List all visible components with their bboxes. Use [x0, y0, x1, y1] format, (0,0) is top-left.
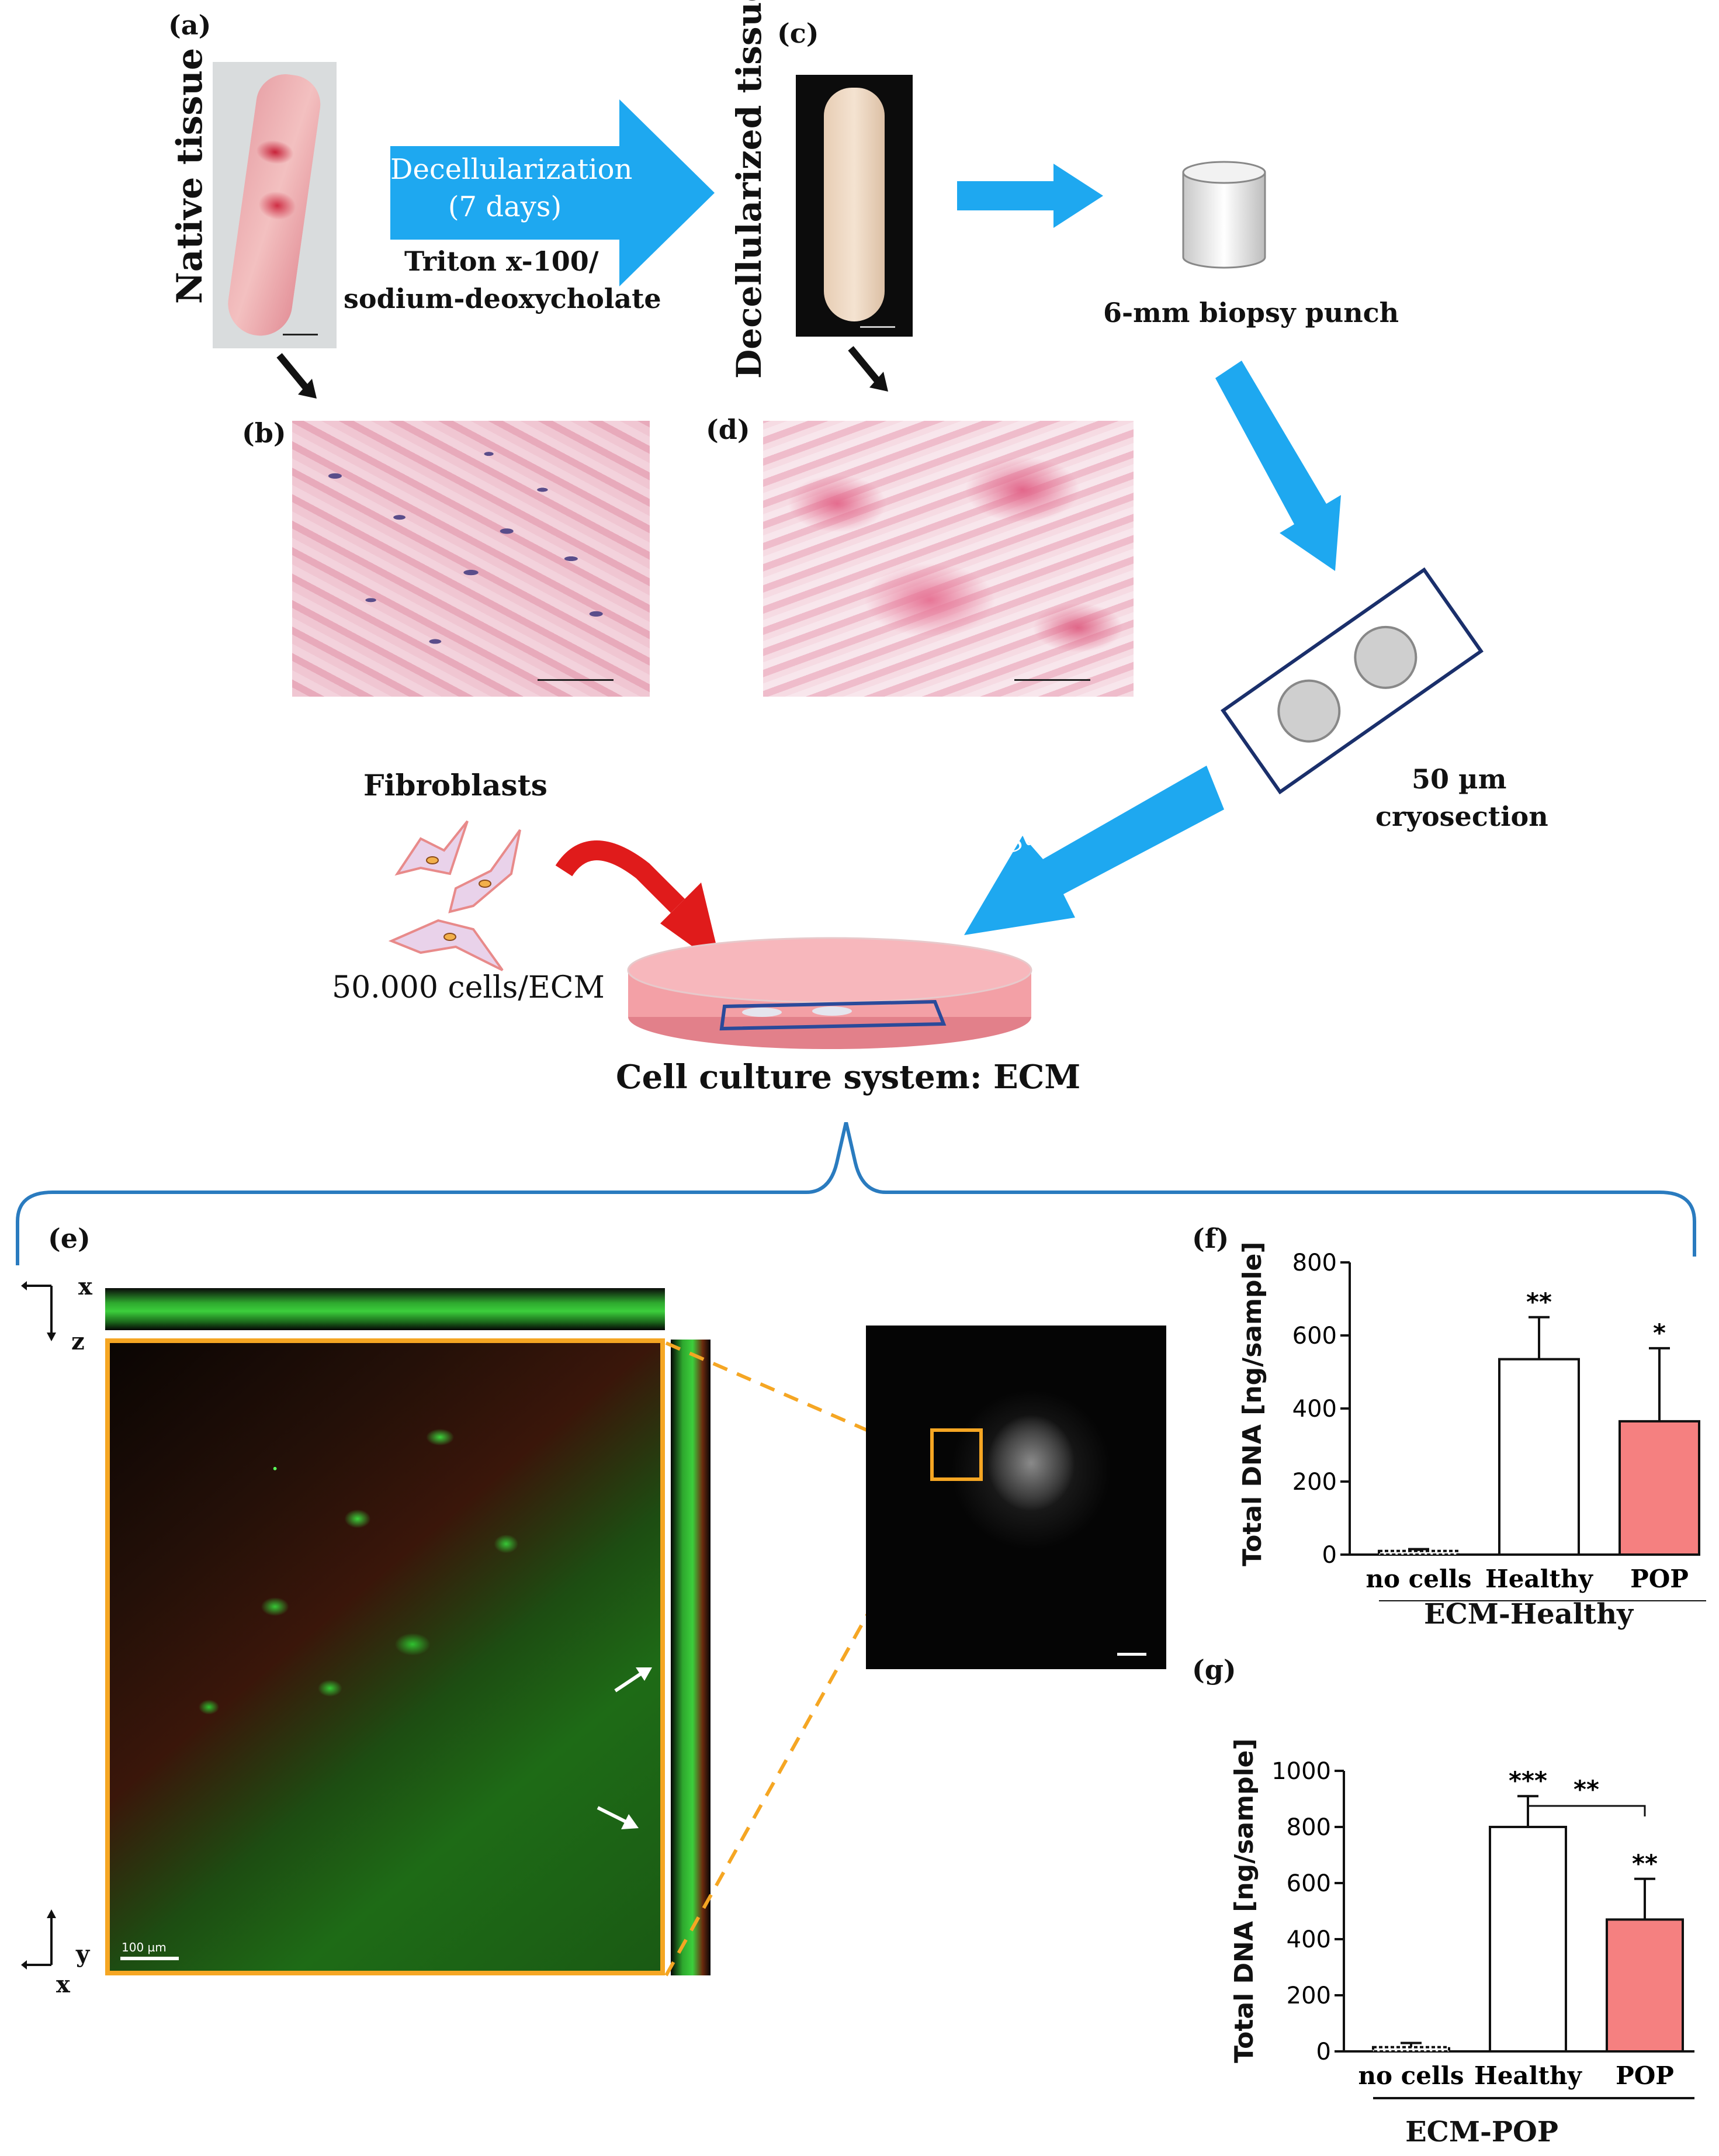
chart-g-ytick-label: 800 [1287, 1814, 1331, 1841]
biopsy-punch-label: 6-mm biopsy punch [1103, 297, 1399, 328]
decellularization-label-2: (7 days) [448, 191, 562, 223]
chart-g-category-label: POP [1616, 2061, 1674, 2090]
decellularized-tissue-photo [796, 75, 913, 337]
axis-label-x-bottom: x [56, 1971, 70, 1998]
reagent-label-1: Triton x-100/ [404, 245, 599, 277]
confocal-image: 100 µm [105, 1338, 665, 1975]
chart-g-ytick-label: 600 [1287, 1870, 1331, 1897]
chart-f-category-label: Healthy [1485, 1565, 1594, 1593]
arrow-to-b [276, 353, 317, 399]
chart-f-ytick-label: 200 [1292, 1469, 1337, 1496]
axis-label-z: z [71, 1328, 85, 1355]
chart-g-category-label: no cells [1358, 2061, 1464, 2090]
chart-f-category-label: no cells [1366, 1565, 1471, 1593]
panel-label-c: (c) [777, 18, 819, 49]
chart-f-bar-no-cells [1378, 1549, 1460, 1556]
sterilization-arrow [964, 766, 1224, 935]
arrow-indicator-2 [597, 1806, 639, 1829]
yz-projection-strip [671, 1340, 711, 1975]
confocal-scale-label: 100 µm [122, 1940, 167, 1954]
chart-f-bar-healthy [1498, 1358, 1580, 1556]
chart-f-ytick-label: 0 [1322, 1542, 1337, 1569]
reagent-label-2: sodium-deoxycholate [344, 283, 661, 314]
axis-label-y: y [76, 1940, 90, 1968]
native-tissue-photo [213, 62, 337, 348]
cells-per-ecm-label: 50.000 cells/ECM [332, 970, 605, 1005]
panel-label-f: (f) [1192, 1223, 1229, 1254]
he-stain-native-image [292, 421, 650, 697]
chart-g-ytick-label: 1000 [1271, 1758, 1331, 1785]
arrow-to-d [848, 346, 888, 392]
chart-f: 0 200 400 600 800 no cells ** Healthy * POP [1292, 1250, 1706, 1601]
panel-label-a: (a) [168, 9, 212, 41]
chart-g-category-label: Healthy [1474, 2061, 1583, 2090]
cryosection-label-2: cryosection [1375, 801, 1548, 832]
native-tissue-label: Native tissue [169, 47, 210, 304]
culture-system-label: Cell culture system: ECM [616, 1058, 1081, 1096]
cryosection-slide [1221, 567, 1484, 795]
chart-f-ytick-label: 800 [1292, 1250, 1337, 1276]
he-stain-decellularized-image [763, 421, 1134, 697]
culture-dish [627, 937, 1032, 1049]
native-tissue-specimen [224, 70, 324, 340]
chart-g-ytick-label: 0 [1316, 2039, 1331, 2065]
biopsy-punch-icon [1182, 161, 1266, 269]
panel-label-b: (b) [242, 417, 286, 449]
chart-f-bar-pop [1619, 1420, 1700, 1556]
decellularization-label-1: Decellularization [390, 153, 633, 186]
chart-f-significance: ** [1526, 1288, 1552, 1316]
chart-g-ylabel: Total DNA [ng/sample] [1229, 1738, 1259, 2064]
chart-f-category-label: POP [1630, 1565, 1689, 1593]
to-biopsy-arrow [957, 164, 1103, 228]
panel-label-g: (g) [1192, 1654, 1236, 1686]
tissue-section-2 [1354, 625, 1418, 689]
decellularized-tissue-specimen [824, 88, 885, 321]
chart-g-ytick-label: 200 [1287, 1982, 1331, 2009]
chart-g-bracket [1527, 1805, 1646, 1816]
chart-g-xgroup-label: ECM-POP [1405, 2116, 1558, 2148]
chart-f-ytick-label: 400 [1292, 1396, 1337, 1423]
native-photo-scalebar [283, 334, 318, 335]
curly-brace [16, 1122, 1696, 1265]
chart-g-bar-pop [1606, 1918, 1684, 2053]
fibroblasts-label: Fibroblasts [363, 768, 547, 802]
fibroblast-cells-icon [388, 820, 521, 971]
panel-label-d: (d) [706, 414, 750, 445]
he-decell-scalebar [1014, 679, 1090, 681]
chart-f-ytick-label: 600 [1292, 1323, 1337, 1349]
chart-g-bracket-label: ** [1574, 1775, 1599, 1804]
chart-f-xgroup-label: ECM-Healthy [1423, 1598, 1634, 1631]
decellularized-photo-scalebar [860, 326, 895, 328]
decellularized-tissue-label: Decellularized tissue [729, 0, 769, 379]
xz-axis-icon [21, 1281, 56, 1341]
chart-g-bar-no-cells [1372, 2046, 1450, 2053]
xz-projection-strip [105, 1288, 665, 1330]
zoom-region-box [930, 1428, 983, 1481]
chart-g-ytick-label: 400 [1287, 1926, 1331, 1953]
panel-label-e: (e) [48, 1223, 91, 1254]
chart-g-bar-healthy [1489, 1826, 1567, 2053]
confocal-scalebar [120, 1957, 179, 1960]
he-native-scalebar [538, 679, 614, 681]
chart-g-significance: ** [1632, 1849, 1658, 1878]
arrow-indicator-1 [614, 1667, 652, 1693]
overview-scalebar [1117, 1653, 1146, 1656]
to-cryosection-arrow [1215, 361, 1341, 571]
chart-g-significance: *** [1509, 1766, 1547, 1795]
axis-label-x-top: x [78, 1273, 92, 1300]
tissue-section-1 [1277, 679, 1341, 743]
xy-axis-icon [21, 1909, 56, 1970]
decellularization-arrow [390, 99, 715, 286]
chart-g: 0 200 400 600 800 1000 no cells *** Healthy ** POP… [1271, 1758, 1694, 2099]
chart-f-significance: * [1653, 1318, 1666, 1347]
overview-image [866, 1326, 1166, 1669]
cryosection-label-1: 50 µm [1412, 763, 1507, 795]
